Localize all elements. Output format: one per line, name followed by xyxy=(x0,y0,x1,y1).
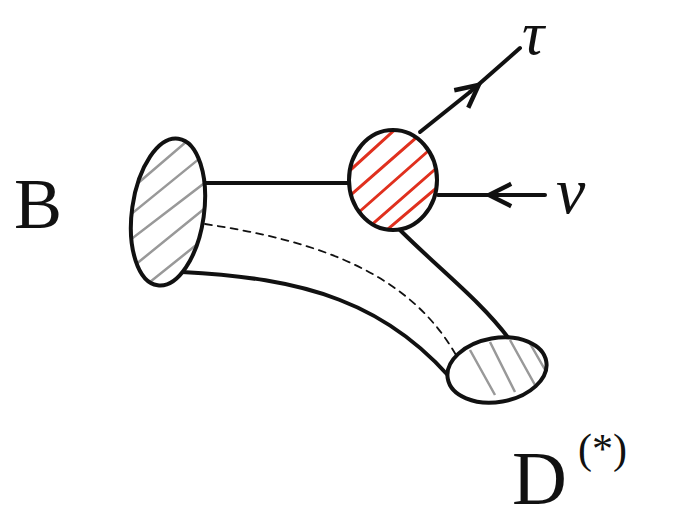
vertex-blob xyxy=(345,125,440,240)
lepton-lines xyxy=(420,48,545,195)
meson-label: B xyxy=(14,168,62,240)
particle-label: τ xyxy=(522,2,544,64)
superscript-label: (*) xyxy=(578,428,627,470)
b-meson-blob xyxy=(122,130,215,290)
particle-label: ν xyxy=(556,158,585,224)
meson-label: D xyxy=(512,440,567,516)
d-meson-blob xyxy=(442,330,552,410)
